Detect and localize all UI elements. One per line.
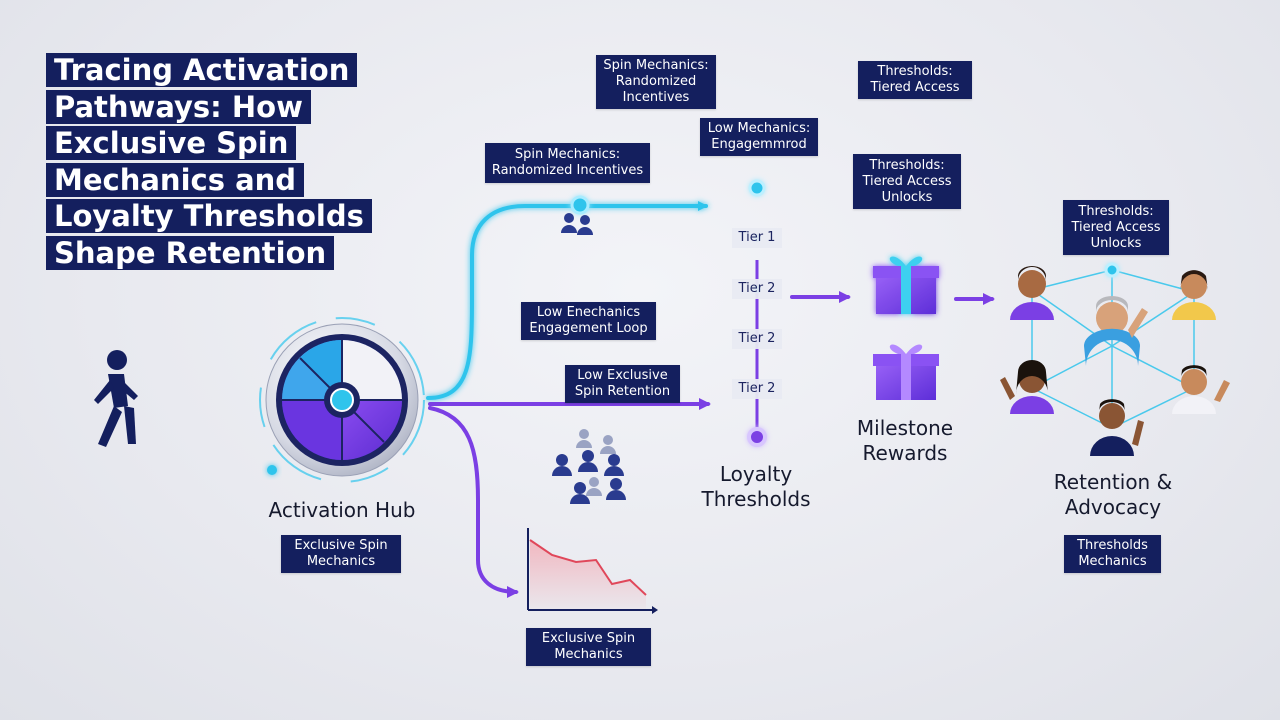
avatar-person-1 <box>1010 266 1054 320</box>
loyalty-thresholds-label: Loyalty Thresholds <box>701 462 811 511</box>
title-line: Tracing Activation <box>46 53 358 87</box>
avatar-person-3 <box>1000 360 1054 414</box>
spin-wheel-icon <box>259 317 425 483</box>
tag-spin-randomized-incentives-top: Spin Mechanics: Randomized Incentives <box>596 55 716 109</box>
activation-hub-label: Activation Hub <box>268 498 416 522</box>
title-line: Loyalty Thresholds <box>46 199 372 233</box>
tag-low-exclusive-spin-retention: Low Exclusive Spin Retention <box>565 365 680 403</box>
tag-exclusive-spin-mechanics-bottom: Exclusive Spin Mechanics <box>526 628 651 666</box>
tag-low-mechanics-engagement: Low Mechanics: Engagemmrod <box>700 118 818 156</box>
avatar-person-5 <box>1090 399 1144 456</box>
tag-spin-randomized-incentives: Spin Mechanics: Randomized Incentives <box>485 143 650 183</box>
tier-label: Tier 2 <box>732 329 782 349</box>
tag-thresholds-tiered-access-unlocks-right: Thresholds: Tiered Access Unlocks <box>1063 200 1169 255</box>
tier-spine <box>747 179 767 447</box>
crowd-users-icon <box>552 429 626 504</box>
tier-label: Tier 2 <box>732 379 782 399</box>
tier-spine-bottom-node <box>747 427 767 447</box>
flow-connectors <box>158 201 995 598</box>
tag-thresholds-mechanics: Thresholds Mechanics <box>1064 535 1161 573</box>
avatar-person-4 <box>1172 365 1230 414</box>
tag-low-enechanics-engagement-loop: Low Enechanics Engagement Loop <box>521 302 656 340</box>
walking-person-icon <box>94 350 138 447</box>
user-group-icon <box>561 195 593 235</box>
tag-thresholds-tiered-access-top: Thresholds: Tiered Access <box>858 61 972 99</box>
advocacy-network <box>1000 262 1230 456</box>
gift-box-icon <box>873 256 939 314</box>
title-line: Mechanics and <box>46 162 305 197</box>
tier-label: Tier 2 <box>732 279 782 299</box>
tag-thresholds-tiered-access-unlocks: Thresholds: Tiered Access Unlocks <box>853 154 961 209</box>
declining-line-chart-icon <box>527 528 658 614</box>
network-hub-node <box>1104 262 1120 278</box>
gift-box-icon-secondary <box>873 344 939 400</box>
title-line: Shape Retention <box>46 235 335 270</box>
retention-advocacy-label: Retention & Advocacy <box>1053 470 1173 519</box>
title-line: Exclusive Spin <box>46 126 297 160</box>
tier-label: Tier 1 <box>732 228 782 248</box>
connector-hub-to-spin <box>426 201 708 400</box>
avatar-person-2 <box>1172 270 1216 320</box>
tag-exclusive-spin-mechanics-hub: Exclusive Spin Mechanics <box>281 535 401 573</box>
connector-hub-to-decline <box>428 406 519 598</box>
avatar-person-center <box>1084 296 1148 366</box>
page-title: Tracing Activation Pathways: How Exclusi… <box>46 52 376 271</box>
tier-spine-top-node <box>748 179 766 197</box>
title-line: Pathways: How <box>46 89 311 124</box>
milestone-rewards-label: Milestone Rewards <box>856 416 954 465</box>
